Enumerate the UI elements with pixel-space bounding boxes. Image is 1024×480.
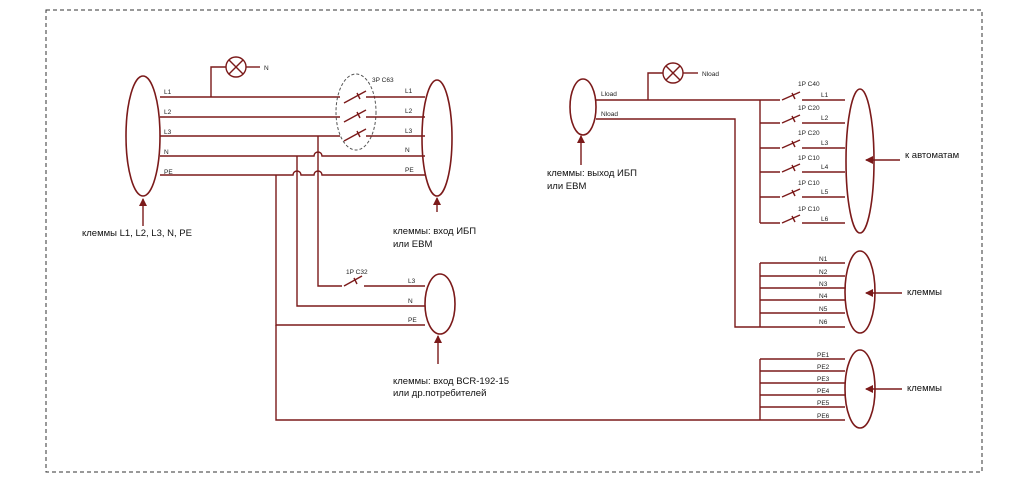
breaker-line-label: L2 — [821, 115, 829, 122]
n-line-label: N2 — [819, 269, 828, 276]
breaker-label: 1P C10 — [798, 180, 820, 187]
wire-pe — [160, 170, 425, 176]
breakers-caption: к автоматам — [905, 150, 959, 161]
pe-caption: клеммы — [907, 383, 942, 394]
bcr-line-label: L3 — [408, 278, 416, 285]
breaker-label: 1P C20 — [798, 130, 820, 137]
input-line-label: L3 — [164, 129, 172, 136]
ups-output-ellipse — [569, 78, 597, 136]
pe-line-label: PE5 — [817, 400, 830, 407]
out-line-label: Nload — [601, 111, 618, 118]
input-terminals-caption: клеммы L1, L2, L3, N, PE — [82, 228, 192, 239]
pe-line-label: PE2 — [817, 364, 830, 371]
bcr-input-ellipse — [424, 273, 456, 335]
ups-line-label: L2 — [405, 108, 413, 115]
n-terminals-ellipse — [844, 250, 876, 334]
pe-line-label: PE4 — [817, 388, 830, 395]
wire-n — [160, 151, 425, 157]
n-line-label: N3 — [819, 281, 828, 288]
breaker-line-label: L6 — [821, 216, 829, 223]
ups-line-label: L3 — [405, 128, 413, 135]
breaker-3p-group — [335, 73, 377, 151]
breaker-row: 1P C40 L1 — [781, 81, 845, 101]
lamp-right-wire — [647, 72, 663, 100]
lamp-label: N — [264, 65, 269, 72]
lamp-right-label: Nload — [702, 71, 719, 78]
breaker-3p-label: 3P C63 — [372, 77, 394, 84]
breaker-1p-label: 1P C32 — [346, 269, 368, 276]
ups-input-ellipse — [421, 79, 453, 197]
bcr-input-caption: клеммы: вход BCR-192-15 — [393, 376, 509, 387]
breaker-row: 1P C10 L4 — [760, 155, 845, 173]
ups-input-caption: клеммы: вход ИБП — [393, 226, 476, 237]
n-line-label: N5 — [819, 306, 828, 313]
breaker-3p-icon — [343, 90, 367, 142]
n-caption: клеммы — [907, 287, 942, 298]
input-terminals: клеммы L1, L2, L3, N, PE — [82, 75, 192, 239]
breaker-label: 1P C20 — [798, 105, 820, 112]
input-line-label: L2 — [164, 109, 172, 116]
breakers-ellipse — [845, 88, 875, 234]
pe-line-label: PE3 — [817, 376, 830, 383]
n-line-label: N4 — [819, 293, 828, 300]
n-rows — [760, 262, 845, 328]
dashed-frame — [45, 9, 983, 473]
breaker-line-label: L5 — [821, 189, 829, 196]
ups-output-caption: или EBM — [547, 181, 586, 192]
input-line-label: L1 — [164, 89, 172, 96]
ups-line-label: PE — [405, 167, 414, 174]
breaker-row: 1P C10 L6 — [760, 206, 845, 224]
n-line-label: N1 — [819, 256, 828, 263]
wire-nload — [596, 118, 760, 328]
out-line-label: Lload — [601, 91, 617, 98]
ups-line-label: N — [405, 147, 410, 154]
breaker-line-label: L1 — [821, 92, 829, 99]
ups-line-label: L1 — [405, 88, 413, 95]
pe-rows — [760, 358, 845, 408]
n-line-label: N6 — [819, 319, 828, 326]
breaker-label: 1P C40 — [798, 81, 820, 88]
wire-n-bcr — [296, 156, 425, 307]
wire-l3-bcr — [317, 136, 342, 287]
wire-pe-main — [275, 325, 845, 421]
input-terminal-ellipse — [125, 75, 161, 197]
breaker-row: 1P C20 L2 — [760, 105, 845, 124]
ups-output-caption: клеммы: выход ИБП — [547, 168, 637, 179]
bcr-line-label: N — [408, 298, 413, 305]
breaker-line-label: L4 — [821, 164, 829, 171]
input-line-label: PE — [164, 169, 173, 176]
bcr-line-label: PE — [408, 317, 417, 324]
pe-line-label: PE6 — [817, 413, 830, 420]
breaker-row: 1P C20 L3 — [760, 130, 845, 149]
breaker-line-label: L3 — [821, 140, 829, 147]
lamp-icon — [225, 56, 247, 78]
bcr-input-caption: или др.потребителей — [393, 388, 486, 399]
breaker-label: 1P C10 — [798, 206, 820, 213]
breaker-1p-icon — [343, 275, 363, 287]
pe-line-label: PE1 — [817, 352, 830, 359]
ups-input-caption: или EBM — [393, 239, 432, 250]
lamp-right-icon — [662, 62, 684, 84]
wire-pe-bcr — [275, 175, 425, 326]
input-line-label: N — [164, 149, 169, 156]
breaker-row: 1P C10 L5 — [760, 180, 845, 198]
breaker-label: 1P C10 — [798, 155, 820, 162]
lamp-wire — [210, 66, 226, 97]
